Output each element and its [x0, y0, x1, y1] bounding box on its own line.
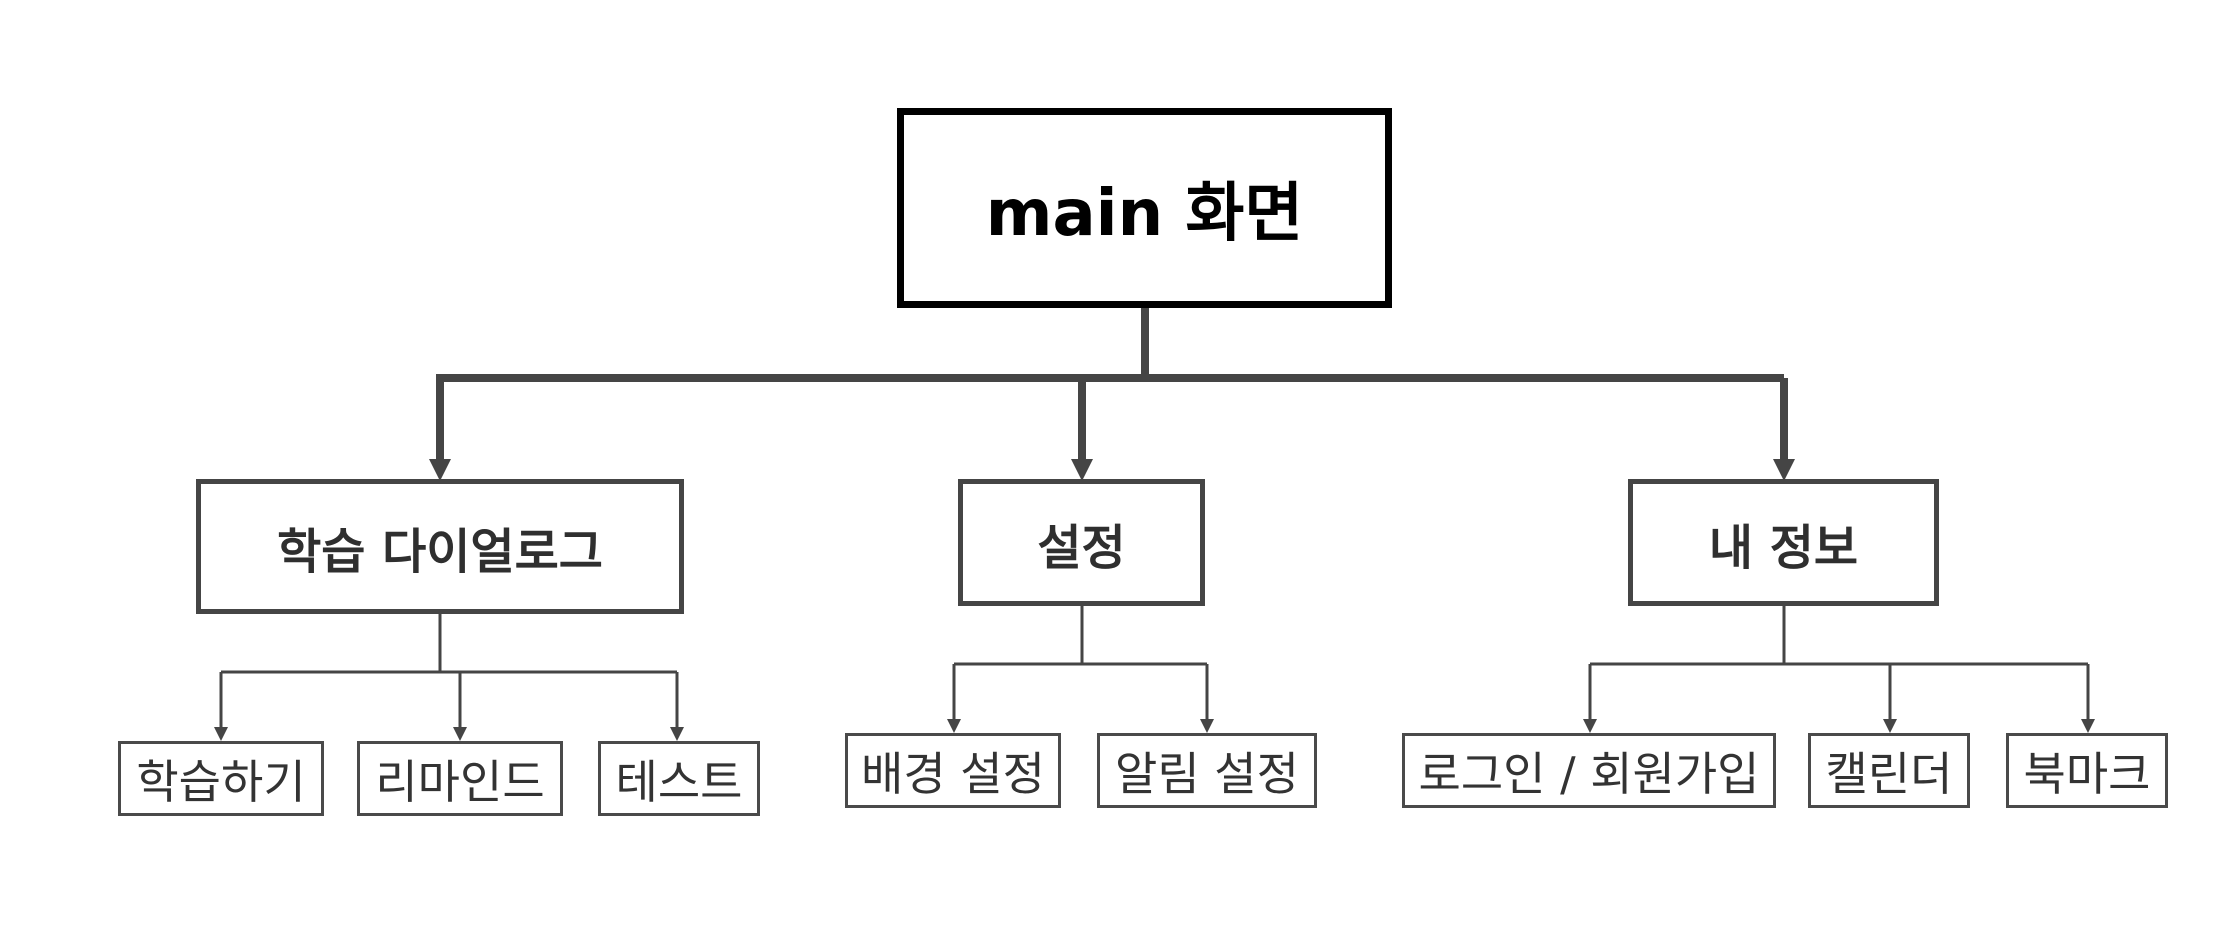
- category-label-settings: 설정: [1037, 519, 1126, 576]
- leaf-label-remind: 리마인드: [375, 754, 545, 809]
- category-label-my-info: 내 정보: [1708, 519, 1859, 576]
- settings-connectors: [947, 606, 1214, 733]
- leaf-node-background-settings: 배경 설정: [845, 733, 1061, 808]
- leaf-label-bookmark: 북마크: [2023, 746, 2151, 801]
- leaf-label-test: 테스트: [615, 754, 743, 809]
- leaf-node-bookmark: 북마크: [2006, 733, 2168, 808]
- leaf-label-background-settings: 배경 설정: [861, 746, 1045, 801]
- leaf-node-login-signup: 로그인 / 회원가입: [1402, 733, 1776, 808]
- root-node-main-screen: main 화면: [897, 108, 1392, 308]
- category-node-study-dialog: 학습 다이얼로그: [196, 479, 684, 614]
- leaf-node-calendar: 캘린더: [1808, 733, 1970, 808]
- leaf-label-notification-settings: 알림 설정: [1115, 746, 1299, 801]
- root-to-category-connectors: [429, 308, 1795, 481]
- leaf-label-login-signup: 로그인 / 회원가입: [1418, 746, 1760, 801]
- leaf-label-calendar: 캘린더: [1825, 746, 1953, 801]
- leaf-node-study: 학습하기: [118, 741, 324, 816]
- my-info-connectors: [1583, 606, 2095, 733]
- leaf-node-test: 테스트: [598, 741, 760, 816]
- category-node-my-info: 내 정보: [1628, 479, 1939, 606]
- study-dialog-connectors: [214, 614, 684, 741]
- leaf-node-remind: 리마인드: [357, 741, 563, 816]
- category-label-study-dialog: 학습 다이얼로그: [277, 523, 603, 580]
- root-node-label: main 화면: [985, 177, 1304, 251]
- category-node-settings: 설정: [958, 479, 1205, 606]
- leaf-node-notification-settings: 알림 설정: [1097, 733, 1317, 808]
- leaf-label-study: 학습하기: [136, 754, 306, 809]
